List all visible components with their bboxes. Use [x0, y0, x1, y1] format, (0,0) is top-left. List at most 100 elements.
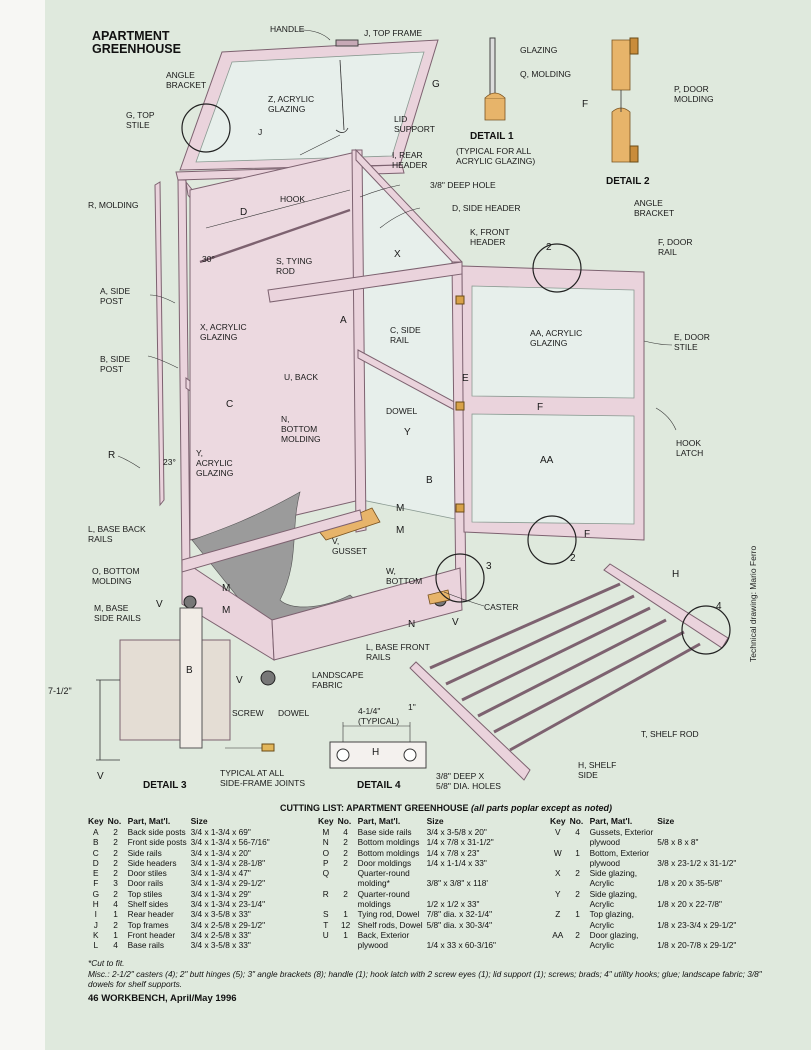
- label-h: H: [672, 569, 680, 580]
- cell-key: K: [93, 929, 99, 940]
- detail-2-drawing: [611, 37, 639, 163]
- cell-part: plywood: [589, 837, 621, 848]
- label-v3: V: [236, 675, 243, 686]
- cell-size: 1/8 x 20 x 35-5/8": [657, 878, 722, 889]
- label-d-side-header: D, SIDE HEADER: [452, 203, 521, 213]
- cell-no: 2: [113, 847, 118, 858]
- cell-key: F: [93, 878, 99, 889]
- cell-key: M: [322, 827, 330, 837]
- header-key: Key: [550, 816, 566, 826]
- cell-no: [570, 837, 590, 847]
- label-callout-4: 4: [716, 601, 722, 612]
- label-23-degrees: 23°: [163, 457, 176, 467]
- cell-part: Bottom, Exterior: [589, 847, 650, 858]
- cell-size: 3/4 x 1-3/4 x 23-1/4": [190, 899, 266, 910]
- cutting-list-title: CUTTING LIST: APARTMENT GREENHOUSE (all …: [280, 803, 613, 813]
- cell-size: 1/8 x 23-3/4 x 29-1/2": [657, 919, 737, 930]
- cell-size: 1/2 x 1/2 x 33": [426, 899, 480, 910]
- label-f-door: F: [537, 402, 544, 413]
- cell-size: [657, 909, 740, 919]
- label-g: G: [432, 79, 440, 90]
- drawing-credit: Technical drawing: Mario Ferro: [748, 545, 758, 662]
- cell-part: Top glazing,: [589, 909, 634, 920]
- cell-key: Q: [322, 868, 330, 879]
- cell-key: C: [92, 847, 99, 858]
- cell-key: [550, 940, 570, 950]
- cut-note: *Cut to fit.: [88, 958, 125, 968]
- cell-part: Back, Exterior: [357, 929, 410, 940]
- label-v4: V: [97, 771, 104, 782]
- cell-size: 3/4 x 1-3/4 x 56-7/16": [190, 837, 270, 848]
- cell-no: 2: [113, 857, 118, 868]
- page-footer: 46 WORKBENCH, April/May 1996: [88, 993, 237, 1004]
- cell-key: W: [553, 847, 562, 858]
- cell-no: 1: [575, 847, 580, 858]
- cell-no: 2: [575, 888, 580, 899]
- cell-size: 1/4 x 7/8 x 23": [426, 847, 480, 858]
- label-b: B: [426, 475, 433, 486]
- label-h-detail: H: [372, 747, 380, 758]
- cell-part: Back side posts: [127, 827, 186, 837]
- cell-no: [338, 899, 358, 909]
- cell-size: [427, 889, 500, 899]
- cell-part: Base side rails: [357, 827, 412, 837]
- label-b-detail: B: [186, 665, 193, 676]
- detail-2-title: DETAIL 2: [606, 176, 650, 187]
- cell-size: 3/8" x 3/8" x 118': [426, 878, 488, 889]
- header-no: No.: [107, 816, 122, 826]
- cell-key: P: [323, 857, 329, 868]
- label-m1: M: [396, 503, 405, 514]
- cell-key: O: [322, 847, 330, 858]
- cell-part: Tying rod, Dowel: [357, 909, 420, 920]
- cell-no: 2: [575, 929, 580, 940]
- lid-top-frame: [175, 39, 439, 181]
- cell-no: 2: [113, 888, 118, 899]
- cell-size: 3/4 x 1-3/4 x 29-1/2": [190, 878, 266, 889]
- cell-key: B: [93, 837, 99, 848]
- cell-part: plywood: [357, 940, 389, 951]
- label-v-gusset: V,GUSSET: [332, 536, 367, 556]
- base-assembly: [181, 491, 463, 686]
- cell-no: 3: [113, 878, 118, 889]
- label-m2: M: [396, 525, 405, 536]
- cell-no: [338, 868, 358, 878]
- cell-no: 1: [113, 909, 118, 920]
- cell-size: 5/8" dia. x 30-3/4": [426, 919, 493, 930]
- label-n: N: [408, 619, 416, 630]
- cell-size: [657, 868, 740, 878]
- cell-no: 2: [343, 847, 348, 858]
- cell-size: 3/4 x 3-5/8 x 33": [190, 909, 251, 920]
- cell-key: I: [94, 909, 97, 920]
- cell-key: [318, 899, 338, 909]
- cell-part: Side glazing,: [589, 888, 638, 899]
- header-key: Key: [318, 816, 334, 826]
- label-m3: M: [222, 583, 231, 594]
- cell-size: 3/4 x 1-3/4 x 29": [190, 888, 251, 899]
- table-header-row: Key No. Part, Mat'l. Size: [550, 816, 740, 827]
- cell-key: [550, 899, 570, 909]
- label-y: Y: [404, 427, 411, 438]
- cell-key: [550, 858, 570, 868]
